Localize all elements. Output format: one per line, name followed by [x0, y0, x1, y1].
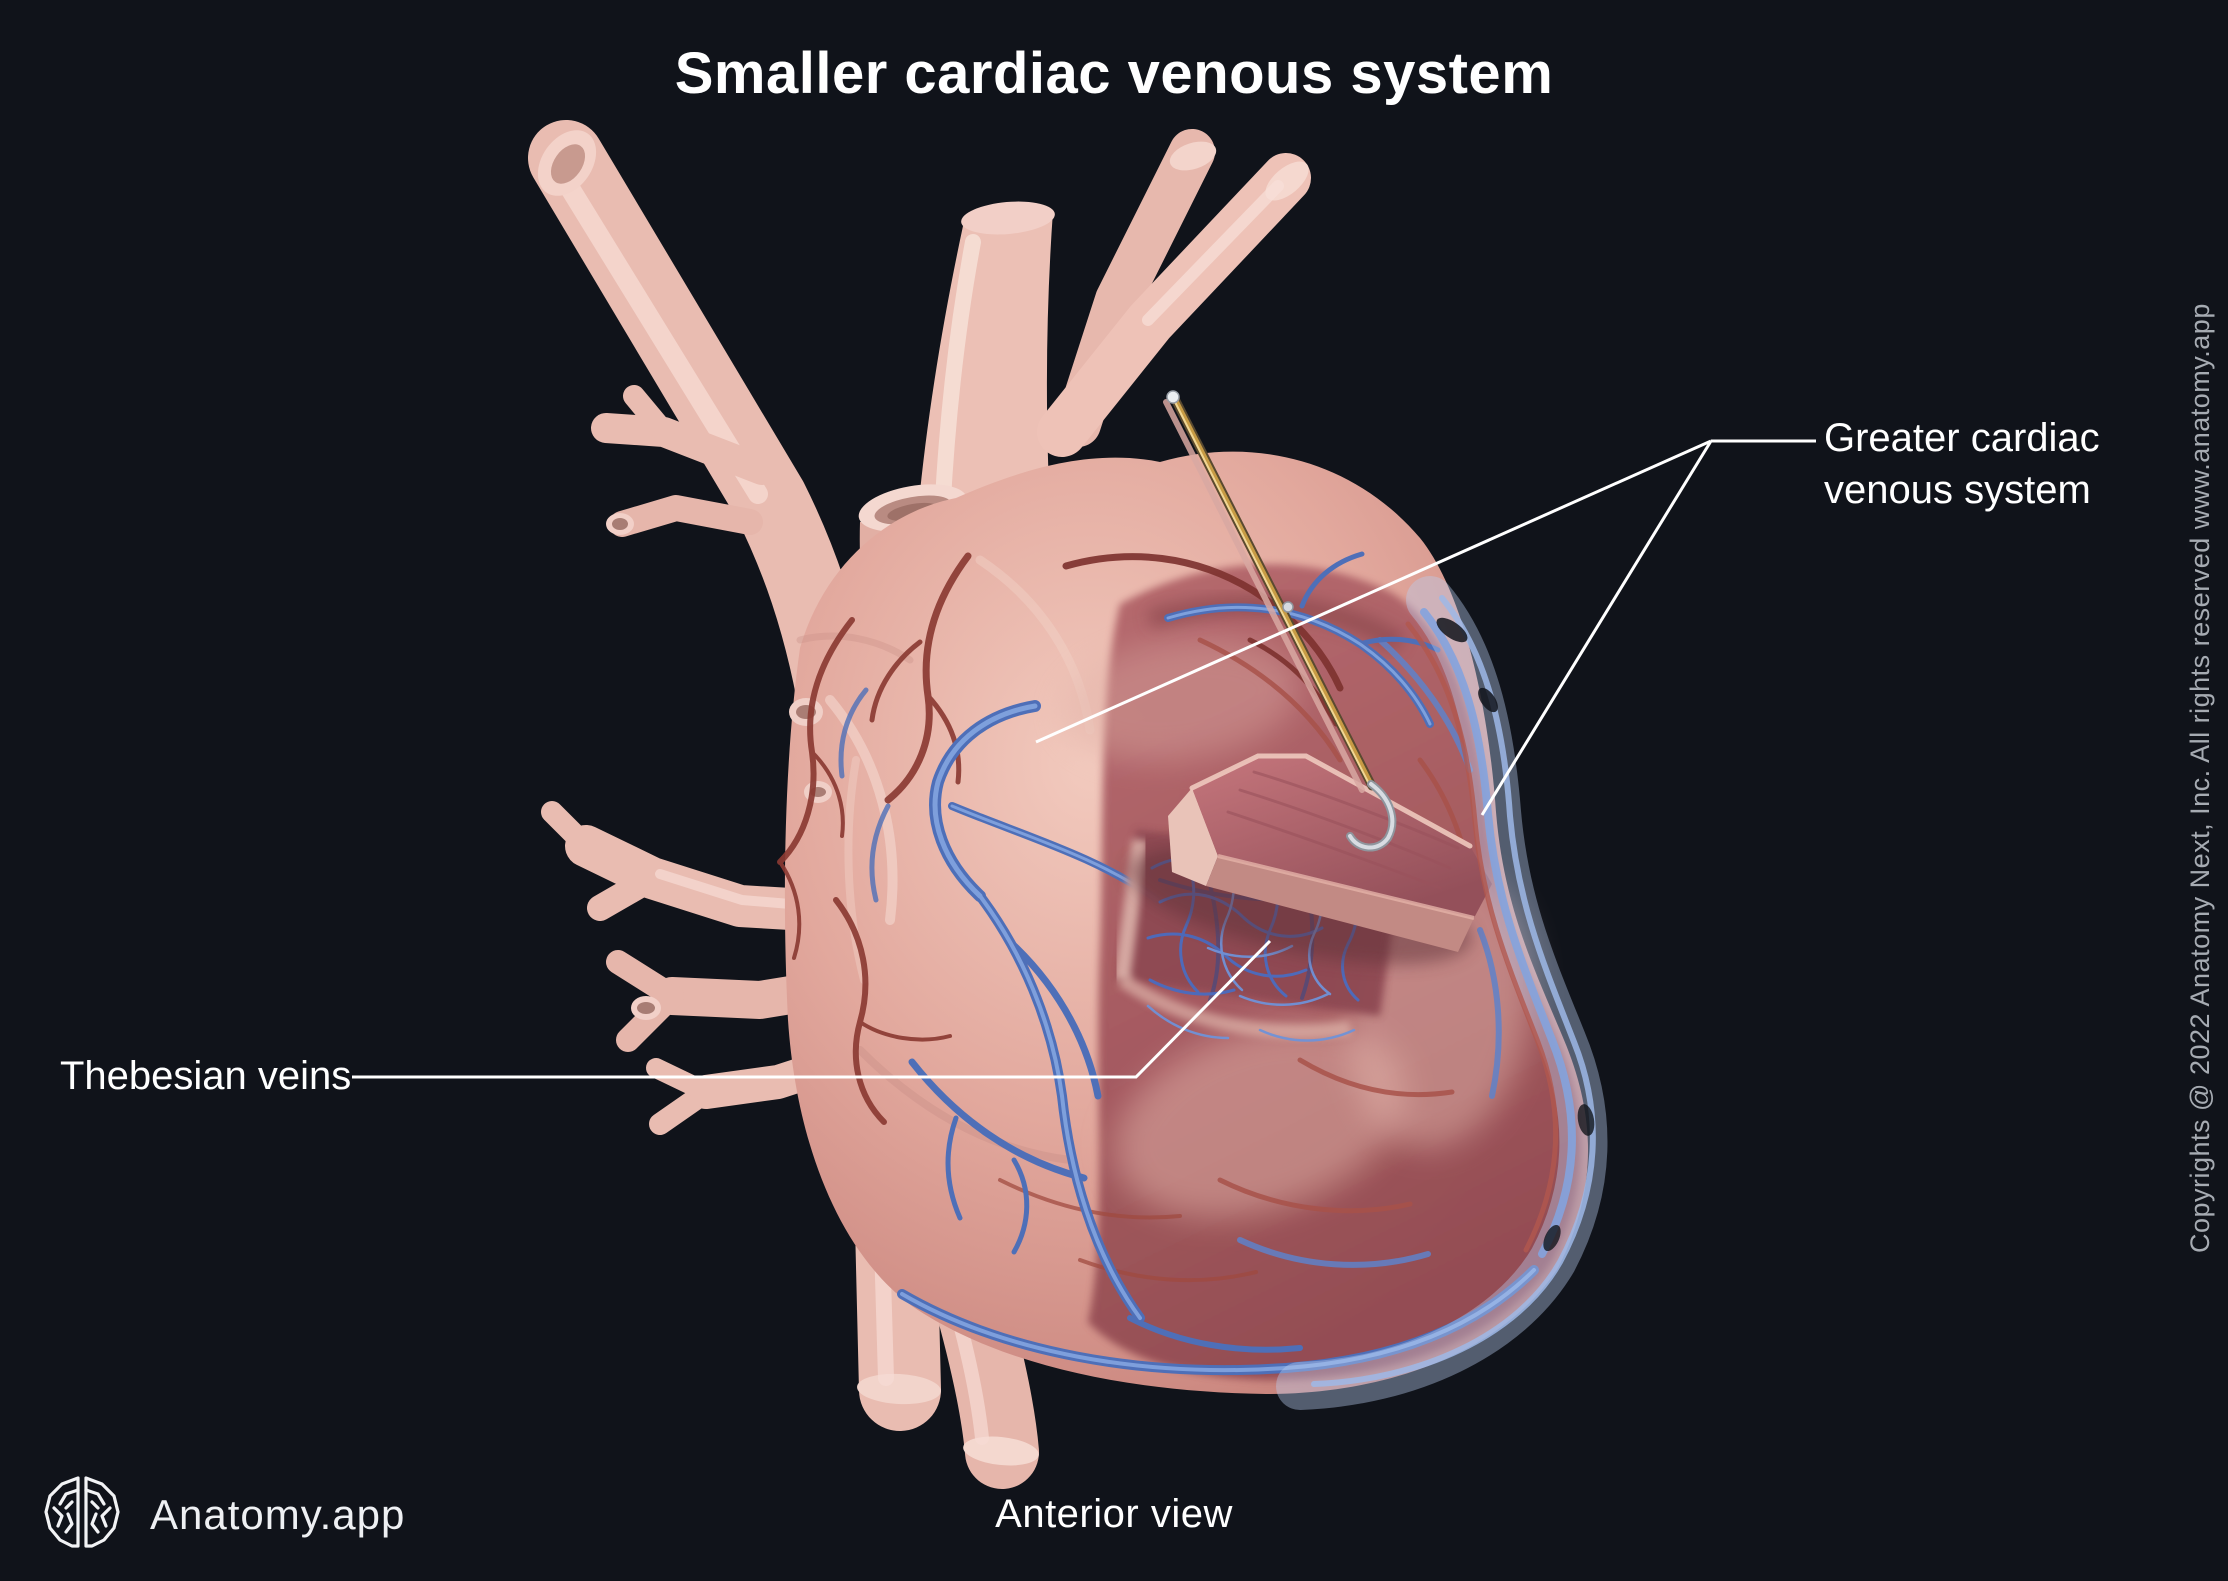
leader-greater-branch-left	[1035, 439, 1712, 744]
annotation-line: Thebesian veins	[60, 1054, 352, 1098]
leader-lines	[352, 439, 1816, 1079]
right-border-vein-sheath	[1276, 576, 1608, 1410]
pulmonary-branches-upper	[591, 385, 777, 537]
brand-logo: Anatomy.app	[38, 1472, 405, 1557]
view-caption: Anterior view	[995, 1492, 1233, 1536]
annotation-line: Greater cardiac	[1824, 416, 2100, 460]
brand-name: Anatomy.app	[150, 1490, 406, 1538]
annotation-thebesian-veins: Thebesian veins	[60, 1052, 351, 1100]
brain-logo-icon	[38, 1472, 126, 1557]
hook-needle-icon	[1163, 390, 1397, 852]
leader-greater-branch-right	[1480, 440, 1713, 816]
leader-thebesian-veins	[352, 939, 1272, 1079]
page-title: Smaller cardiac venous system	[674, 41, 1554, 106]
copyright-watermark: Copyrights @ 2022 Anatomy Next, Inc. All…	[2185, 303, 2215, 1253]
annotation-greater-cardiac-venous-system: Greater cardiac venous system	[1824, 412, 2100, 516]
annotation-line: venous system	[1824, 468, 2091, 512]
